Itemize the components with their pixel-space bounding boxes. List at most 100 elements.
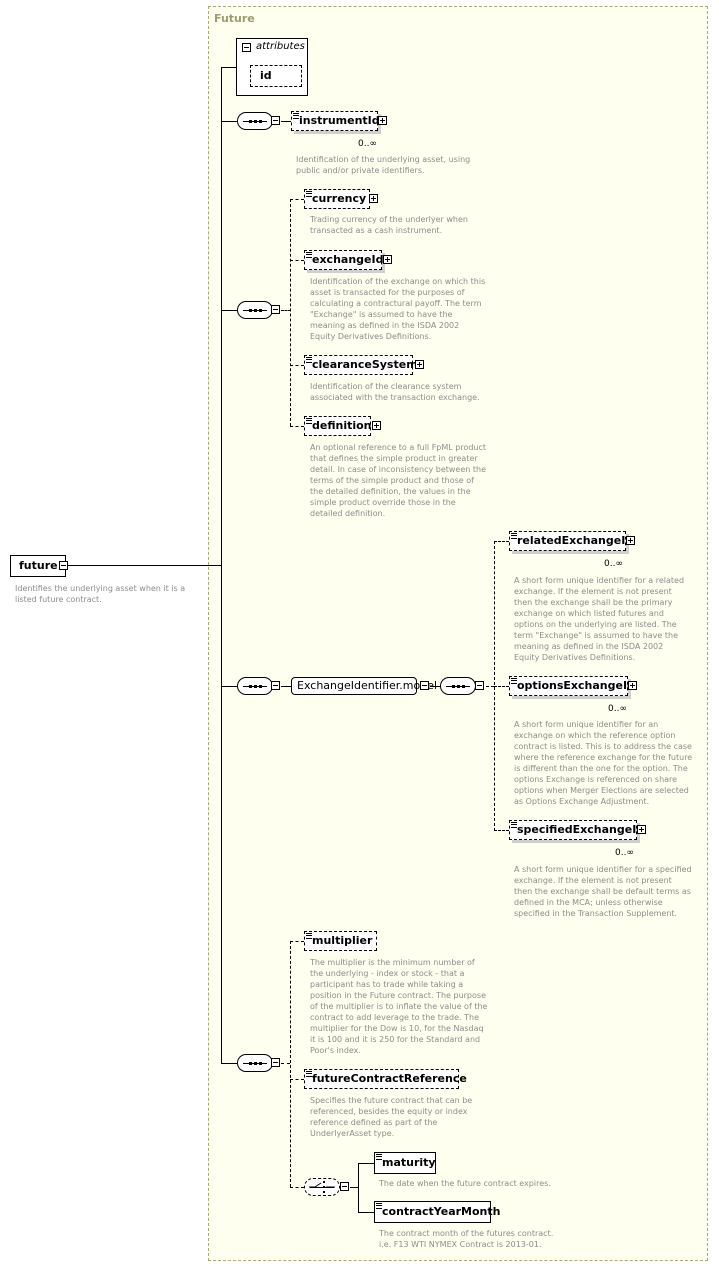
choice-out-line xyxy=(350,1187,359,1188)
main-sequence-spine xyxy=(221,67,222,1064)
futurecontractreference-description: Specifies the future contract that can b… xyxy=(310,1096,473,1138)
exchangeid-description: Identification of the exchange on which … xyxy=(310,277,486,341)
seq1-connector xyxy=(221,121,237,122)
seq4-connector xyxy=(221,1063,237,1064)
clearancesystem-description: Identification of the clearance system a… xyxy=(310,382,480,402)
expand-icon[interactable] xyxy=(628,681,637,690)
sequence-compositor-icon xyxy=(237,112,273,130)
collapse-icon[interactable] xyxy=(340,1182,349,1191)
expand-icon[interactable] xyxy=(626,536,635,545)
element-label: specifiedExchangeId xyxy=(517,823,645,836)
expand-icon[interactable] xyxy=(378,116,387,125)
multiplier-description: The multiplier is the minimum number of … xyxy=(310,958,488,1055)
root-element-future[interactable]: future xyxy=(10,555,66,577)
element-multiplier[interactable]: multiplier xyxy=(304,931,377,951)
seq2-connector xyxy=(221,310,237,311)
element-label: relatedExchangeId xyxy=(517,534,634,547)
group-exchangeidentifier-model[interactable]: ExchangeIdentifier.model xyxy=(291,677,437,695)
element-definition[interactable]: definition xyxy=(304,416,372,436)
expand-icon[interactable] xyxy=(637,825,646,834)
collapse-icon[interactable] xyxy=(420,681,429,690)
definition-connector xyxy=(290,426,304,427)
collapse-icon[interactable] xyxy=(271,305,280,314)
specified-connector xyxy=(494,830,509,831)
element-maturity[interactable]: maturity xyxy=(374,1152,436,1174)
seq3-out-line xyxy=(281,686,291,687)
seq4-out-line xyxy=(281,1063,290,1064)
element-optionsexchangeid[interactable]: optionsExchangeId xyxy=(509,676,635,696)
collapse-icon[interactable] xyxy=(271,116,280,125)
cardinality: 0..∞ xyxy=(604,559,623,569)
collapse-icon[interactable] xyxy=(271,1058,280,1067)
clearancesystem-connector xyxy=(290,365,304,366)
future-type-group xyxy=(208,6,708,1261)
contract-year-month-connector xyxy=(358,1212,374,1213)
attributes-connector xyxy=(221,67,236,68)
definition-description: An optional reference to a full FpML pro… xyxy=(310,443,487,518)
cardinality: 0..∞ xyxy=(608,704,627,714)
specifiedexchangeid-description: A short form unique identifier for a spe… xyxy=(514,865,692,918)
cardinality: 0..∞ xyxy=(615,848,634,858)
relatedexchangeid-description: A short form unique identifier for a rel… xyxy=(514,576,685,662)
maturity-connector xyxy=(358,1163,374,1164)
collapse-icon[interactable] xyxy=(59,561,68,570)
maturity-description: The date when the future contract expire… xyxy=(379,1179,551,1188)
group-label: ExchangeIdentifier.model xyxy=(297,679,438,692)
model-out-line xyxy=(430,686,440,687)
seq3-connector xyxy=(221,686,237,687)
element-label: instrumentId xyxy=(299,114,380,127)
multiplier-connector xyxy=(290,941,304,942)
root-connector xyxy=(66,565,222,566)
options-connector xyxy=(494,686,509,687)
instrumentid-description: Identification of the underlying asset, … xyxy=(296,155,471,175)
cardinality: 0..∞ xyxy=(358,139,377,149)
expand-icon[interactable] xyxy=(369,194,378,203)
collapse-icon[interactable] xyxy=(475,681,484,690)
element-label: futureContractReference xyxy=(312,1072,467,1085)
expand-icon[interactable] xyxy=(415,360,424,369)
choice-compositor-icon xyxy=(304,1178,340,1196)
root-element-label: future xyxy=(19,559,58,572)
currency-description: Trading currency of the underlyer when t… xyxy=(310,215,468,235)
element-label: definition xyxy=(312,419,372,432)
root-description: Identifies the underlying asset when it … xyxy=(15,584,186,604)
element-label: optionsExchangeId xyxy=(517,679,635,692)
expand-icon[interactable] xyxy=(383,255,392,264)
element-label: contractYearMonth xyxy=(382,1205,501,1218)
element-currency[interactable]: currency xyxy=(304,189,370,209)
element-relatedexchangeid[interactable]: relatedExchangeId xyxy=(509,531,633,551)
element-specifiedexchangeid[interactable]: specifiedExchangeId xyxy=(509,820,644,840)
seq4-spine xyxy=(290,941,291,1187)
attribute-id[interactable]: id xyxy=(250,65,302,87)
currency-connector xyxy=(290,199,304,200)
element-label: multiplier xyxy=(312,934,373,947)
related-connector xyxy=(494,541,509,542)
attributes-title: attributes xyxy=(256,41,305,52)
collapse-icon[interactable] xyxy=(271,681,280,690)
group-label: Future xyxy=(214,12,255,25)
seq5-out-line xyxy=(486,686,494,687)
expand-icon[interactable] xyxy=(372,421,381,430)
seq2-out-line xyxy=(281,310,291,311)
element-futurecontractreference[interactable]: futureContractReference xyxy=(304,1069,467,1089)
element-label: currency xyxy=(312,192,367,205)
seq1-out-line xyxy=(281,121,291,122)
element-instrumentid[interactable]: instrumentId xyxy=(291,111,380,131)
futurecontractref-connector xyxy=(290,1079,304,1080)
optionsexchangeid-description: A short form unique identifier for an ex… xyxy=(514,720,693,806)
element-exchangeid[interactable]: exchangeId xyxy=(304,250,383,270)
sequence-compositor-icon xyxy=(440,677,476,695)
element-label: clearanceSystem xyxy=(312,358,418,371)
element-label: maturity xyxy=(382,1156,436,1169)
contractyearmonth-description: The contract month of the futures contra… xyxy=(379,1229,554,1249)
element-contractyearmonth[interactable]: contractYearMonth xyxy=(374,1201,500,1223)
choice-spine xyxy=(358,1163,359,1213)
sequence-compositor-icon xyxy=(237,1054,273,1072)
exchangeid-connector xyxy=(290,260,304,261)
element-clearancesystem[interactable]: clearanceSystem xyxy=(304,355,418,375)
sequence-compositor-icon xyxy=(237,677,273,695)
sequence-compositor-icon xyxy=(237,301,273,319)
collapse-icon[interactable] xyxy=(242,43,251,52)
seq2-spine xyxy=(290,199,291,426)
